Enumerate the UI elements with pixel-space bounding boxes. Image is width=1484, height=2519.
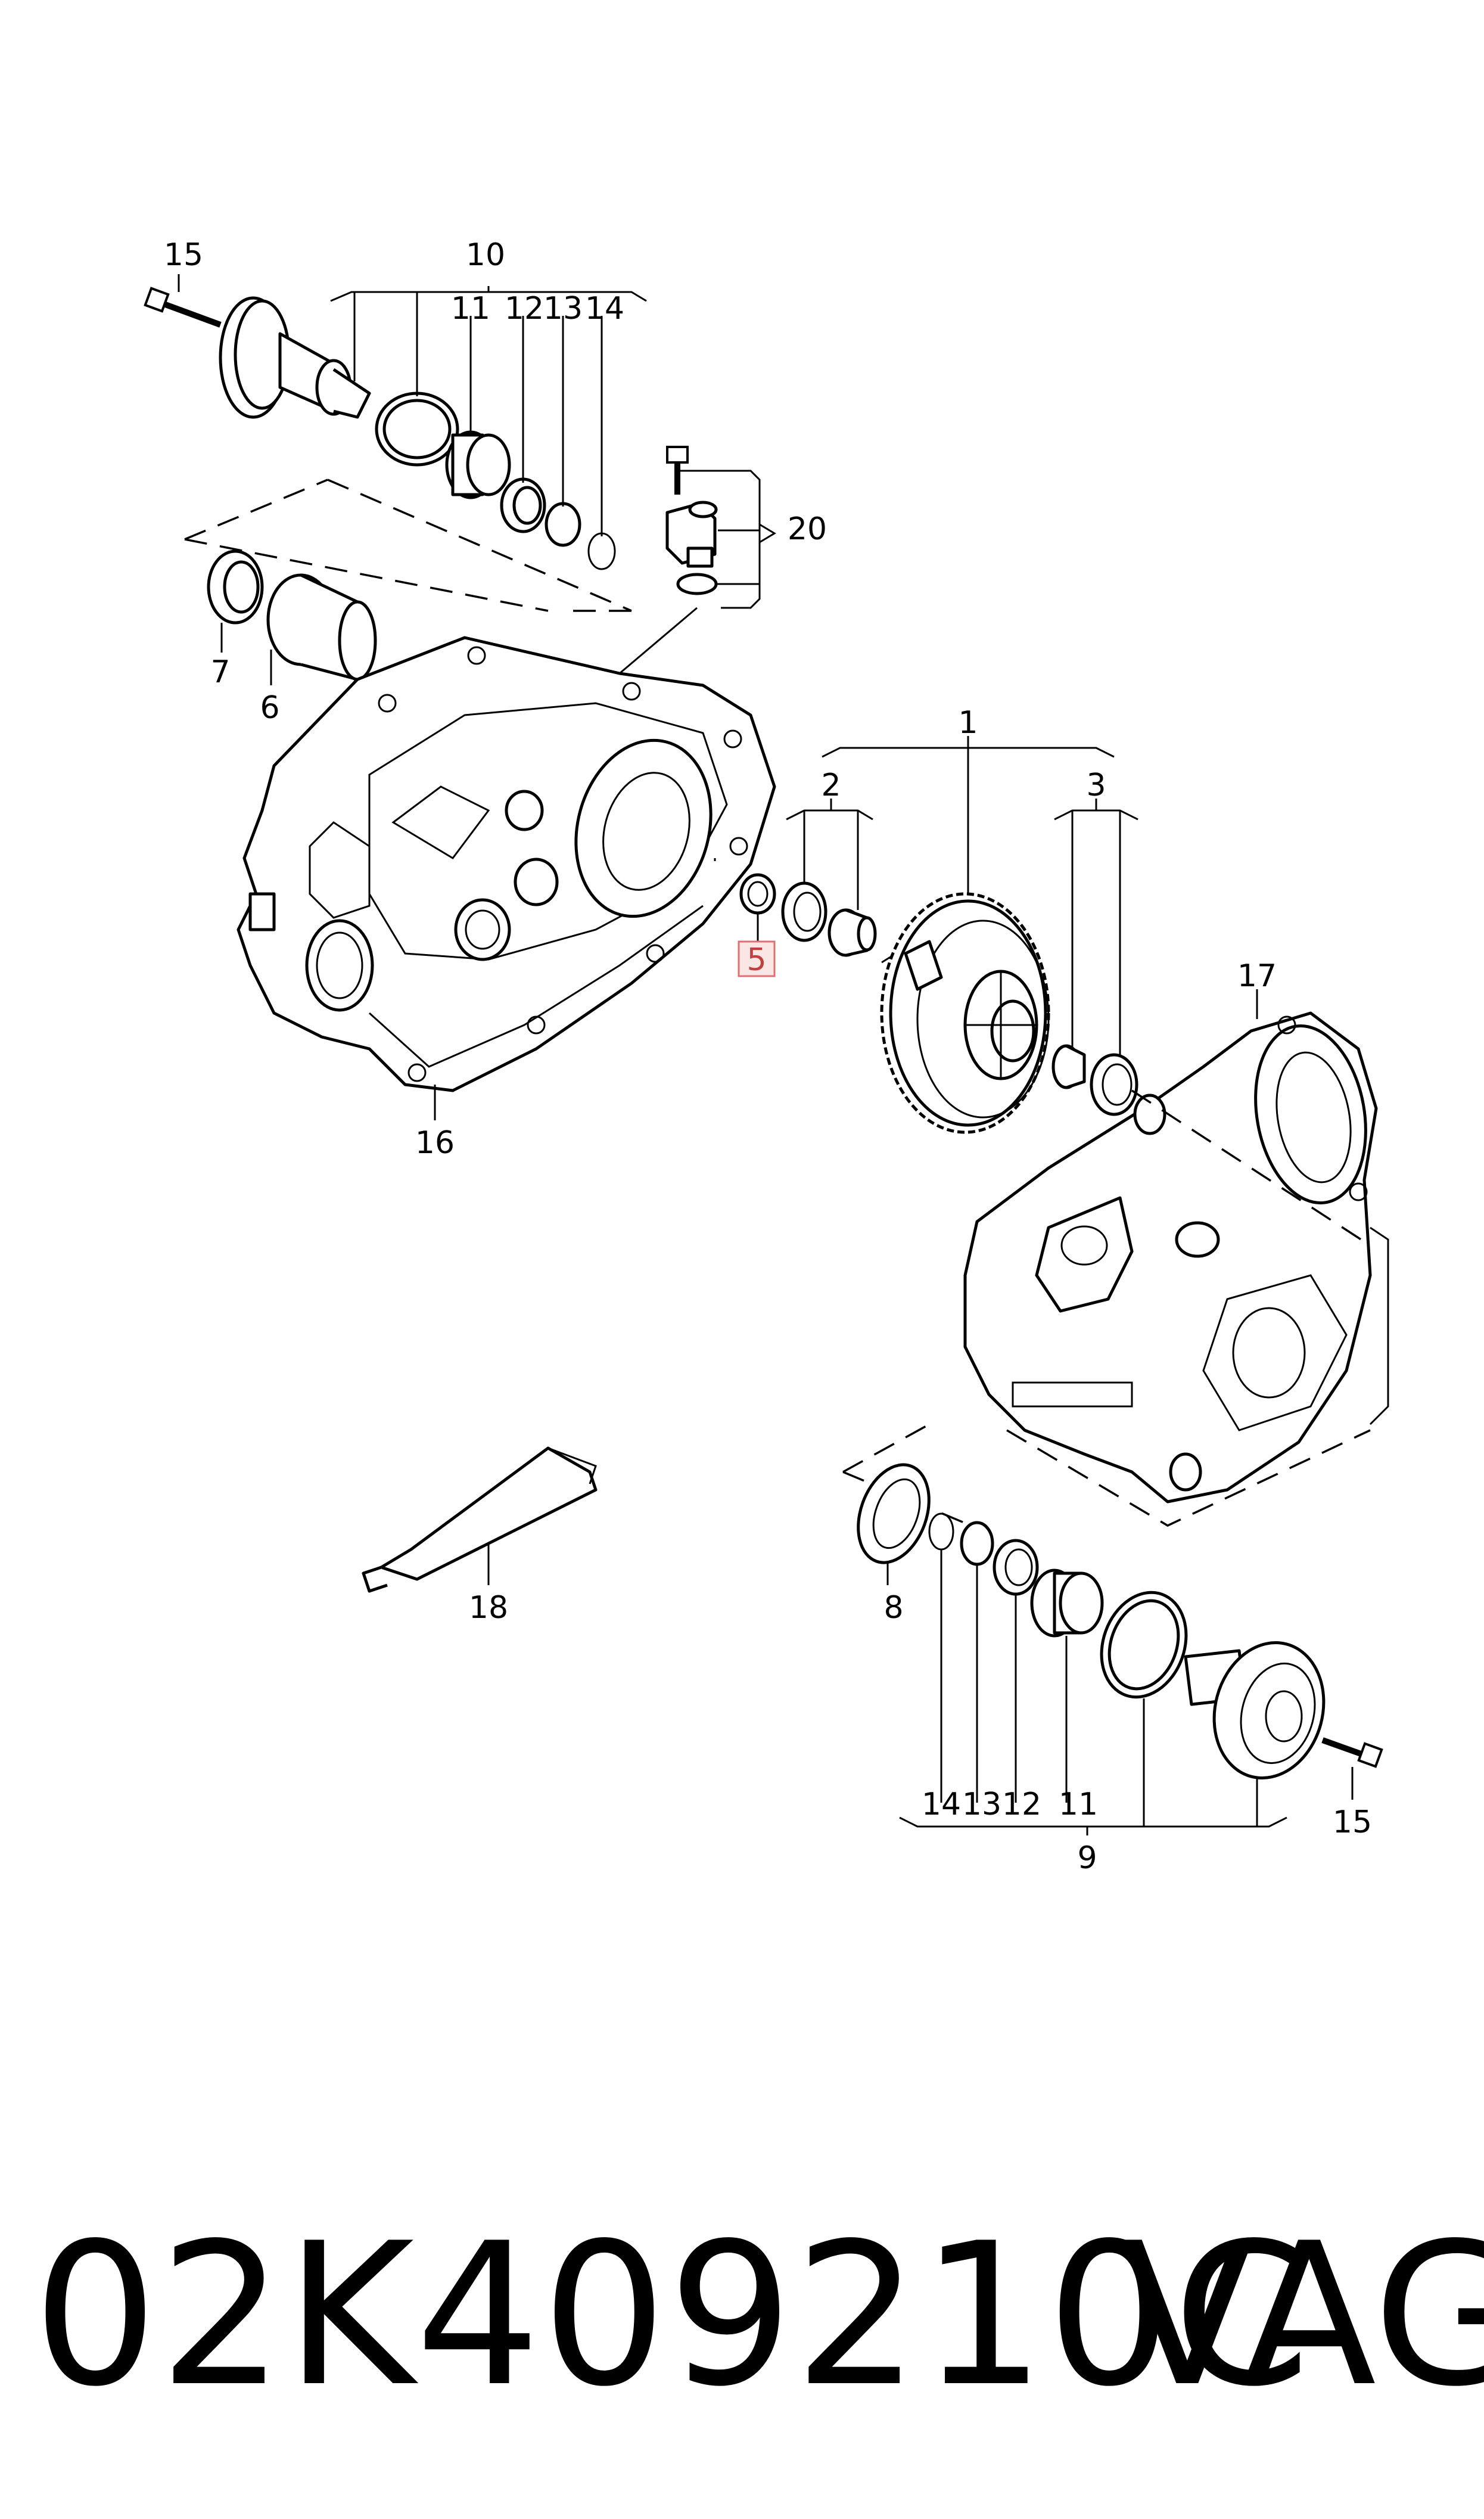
exploded-parts-diagram: 15 10 11 12 13 14 20 7 6 1 2 3 5 16 17 1…	[144, 237, 1389, 1876]
label-2: 2	[821, 768, 841, 803]
shim-and-bearing-2	[714, 799, 877, 957]
label-18: 18	[469, 1590, 508, 1626]
tapered-bearing-icon	[1051, 1044, 1086, 1089]
tapered-bearing-icon	[266, 573, 377, 681]
label-14-bottom: 14	[922, 1787, 961, 1822]
label-5: 5	[746, 942, 766, 978]
circlip-icon	[587, 532, 616, 570]
label-16: 16	[415, 1125, 455, 1161]
label-5-highlight: 5	[738, 940, 776, 978]
label-17: 17	[1237, 958, 1277, 994]
label-15-top: 15	[164, 237, 203, 273]
differential-gear	[822, 736, 1115, 1134]
label-7: 7	[210, 654, 230, 690]
label-10: 10	[466, 237, 505, 273]
label-13-top: 13	[543, 291, 583, 327]
callout-labels: 15 10 11 12 13 14 20 7 6 1 2 3 5 16 17 1…	[164, 237, 1372, 1876]
label-13-bottom: 13	[962, 1787, 1001, 1822]
circlip-icon	[928, 1512, 954, 1551]
bearing-race-icon	[1090, 1053, 1138, 1116]
label-11-bottom: 11	[1059, 1787, 1098, 1822]
bearing-3	[1051, 799, 1138, 1116]
speed-sensor-assembly	[619, 446, 776, 675]
bearing-race-icon	[993, 1539, 1039, 1596]
seal-and-bearing-left	[207, 549, 377, 685]
bolt-icon	[1321, 1737, 1383, 1768]
retaining-ring-icon	[960, 1521, 994, 1566]
bolt-icon	[144, 287, 222, 328]
label-1: 1	[958, 705, 978, 741]
label-12-top: 12	[505, 291, 544, 327]
brand-name: VAG	[1120, 2201, 1484, 2430]
bearing-icon	[445, 430, 511, 499]
flange-icon	[219, 296, 371, 419]
sealant-tube-icon	[362, 1446, 598, 1593]
label-3: 3	[1086, 768, 1106, 803]
bolt-icon	[666, 446, 689, 464]
label-20: 20	[788, 511, 827, 547]
flange-icon	[1184, 1641, 1326, 1779]
label-6: 6	[260, 690, 279, 726]
tapered-bearing-icon	[827, 908, 877, 957]
upper-flange-assembly	[144, 274, 647, 612]
label-12-bottom: 12	[1002, 1787, 1041, 1822]
seal-icon	[857, 1463, 931, 1564]
sensor-icon	[665, 501, 718, 568]
part-number: 02K409210C	[33, 2201, 1312, 2430]
lower-flange-assembly	[842, 1423, 1383, 1835]
bearing-race-icon	[781, 881, 827, 942]
label-11-top: 11	[451, 291, 490, 327]
retaining-ring-icon	[545, 502, 581, 547]
shim-icon	[739, 873, 776, 915]
bearing-icon	[1030, 1568, 1104, 1638]
gearbox-housing-right	[963, 989, 1389, 1527]
label-8: 8	[883, 1590, 903, 1626]
label-15-bottom: 15	[1333, 1804, 1372, 1840]
label-9: 9	[1077, 1840, 1097, 1876]
o-ring-icon	[676, 573, 718, 595]
gearbox-housing-left	[237, 636, 776, 1120]
label-14-top: 14	[585, 291, 624, 327]
